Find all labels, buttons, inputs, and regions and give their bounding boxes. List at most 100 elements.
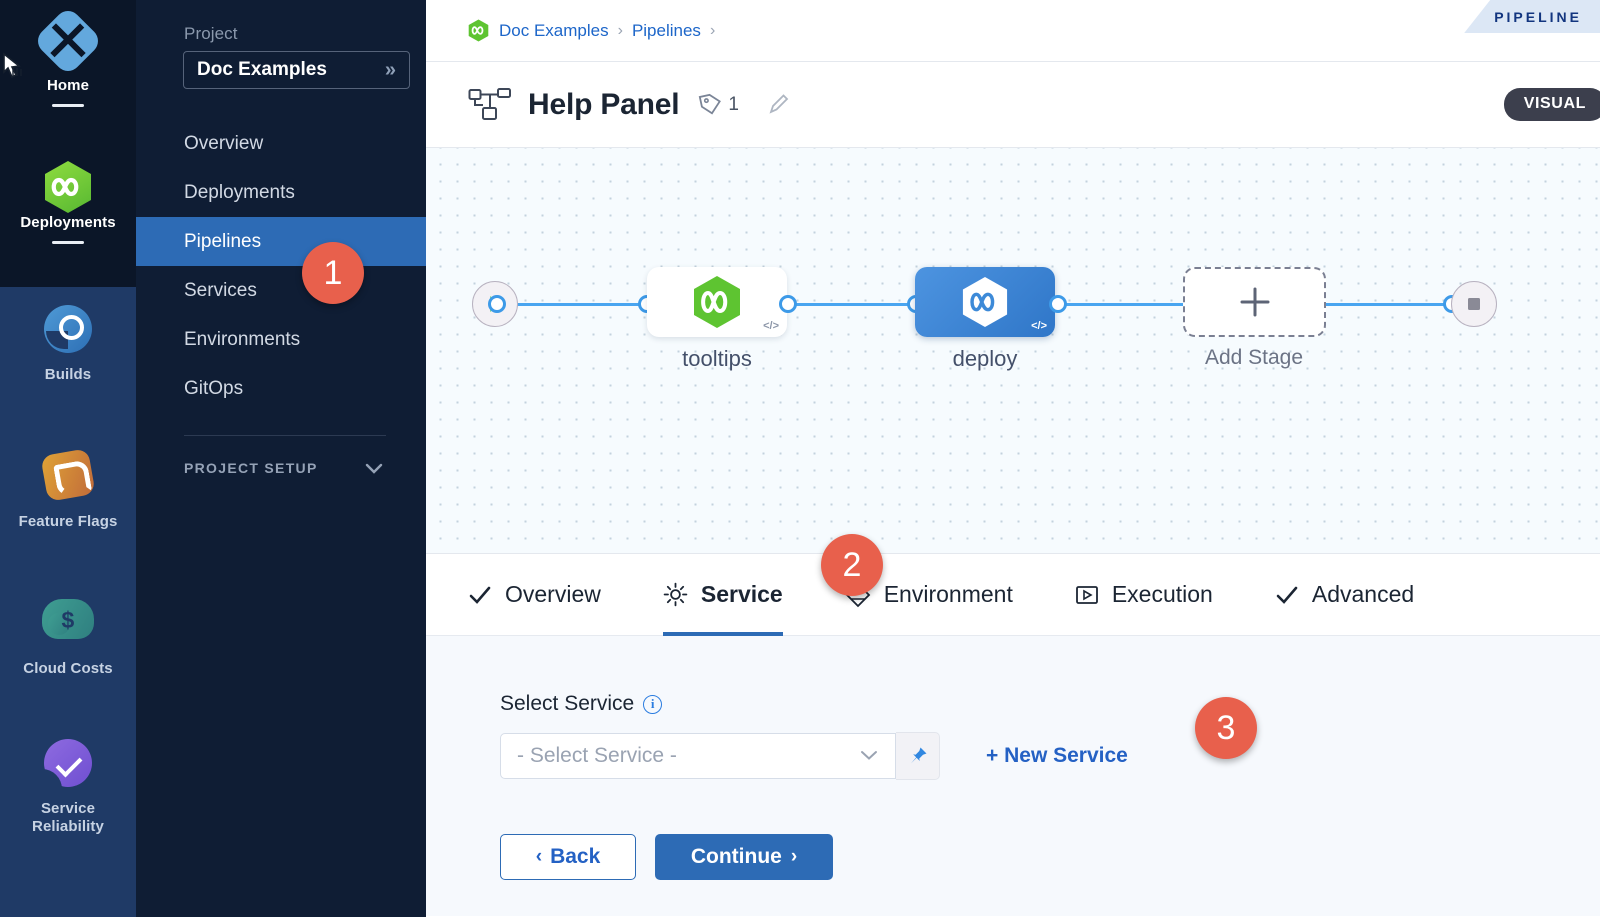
add-stage-label: Add Stage xyxy=(1204,346,1304,369)
pin-service-button[interactable] xyxy=(896,732,940,780)
module-item-home[interactable]: Home xyxy=(0,5,136,108)
pencil-edit-icon[interactable] xyxy=(765,92,791,118)
breadcrumb-separator: › xyxy=(709,21,716,39)
connector-line xyxy=(1321,303,1481,306)
view-mode-label: VISUAL xyxy=(1523,95,1586,112)
callout-marker-1: 1 xyxy=(302,242,364,304)
sidebar-item-label: Services xyxy=(184,279,257,301)
breadcrumb-link-pipelines[interactable]: Pipelines xyxy=(631,20,701,40)
double-chevron-right-icon: » xyxy=(384,58,396,81)
select-service-dropdown[interactable]: - Select Service - xyxy=(500,733,896,779)
module-item-builds[interactable]: Builds xyxy=(0,302,136,384)
module-item-label: Builds xyxy=(44,366,92,383)
stage-node-tooltips[interactable]: </> xyxy=(647,267,787,337)
connector-line xyxy=(781,303,921,306)
continue-label: Continue xyxy=(690,845,782,868)
module-item-label: Cloud Costs xyxy=(23,660,113,677)
pipeline-nodes-icon xyxy=(468,87,511,120)
module-item-feature-flags[interactable]: Feature Flags xyxy=(0,448,136,531)
sidebar-item-services[interactable]: Services xyxy=(136,266,426,315)
service-form-panel: Select Service i - Select Service - + Ne… xyxy=(426,636,1600,916)
chevron-down-icon xyxy=(859,746,879,766)
builds-icon xyxy=(41,305,95,359)
deployments-hexagon-infinity-icon xyxy=(43,161,93,213)
stop-square-icon xyxy=(1468,298,1480,310)
sidebar-item-label: Deployments xyxy=(184,181,295,203)
dollar-glyph: $ xyxy=(62,607,75,633)
module-item-service-reliability[interactable]: Service Reliability xyxy=(0,736,136,837)
feature-flags-icon xyxy=(40,448,96,506)
mouse-cursor-pointer xyxy=(3,52,22,79)
breadcrumb-link-project[interactable]: Doc Examples xyxy=(499,20,609,40)
pin-icon xyxy=(910,747,926,764)
view-mode-badge[interactable]: VISUAL xyxy=(1503,88,1600,121)
main-content: Doc Examples › Pipelines › PIPELINE Help… xyxy=(426,0,1600,917)
module-rail: Home Deployments Builds Feature Flags xyxy=(0,0,136,917)
svg-text:$: $ xyxy=(62,607,75,633)
select-service-label: Select Service i xyxy=(500,692,1600,716)
sidebar-item-label: Overview xyxy=(184,132,264,154)
harness-hexagon-green-icon xyxy=(694,276,740,328)
sidebar-item-gitops[interactable]: GitOps xyxy=(136,364,426,413)
project-section-label: Project xyxy=(184,24,238,43)
pipeline-canvas[interactable]: </> tooltips </> deploy Add Stage xyxy=(426,148,1600,554)
sidebar-item-environments[interactable]: Environments xyxy=(136,315,426,364)
tag-badge[interactable]: 1 xyxy=(697,92,739,118)
tab-label: Environment xyxy=(883,581,1013,607)
gear-icon xyxy=(663,582,688,607)
active-underline xyxy=(52,104,84,108)
tag-icon xyxy=(699,93,722,115)
callout-marker-3: 3 xyxy=(1195,697,1257,759)
harness-hexagon-white-icon xyxy=(962,277,1008,327)
module-item-label: Feature Flags xyxy=(18,513,118,530)
check-icon xyxy=(468,584,492,606)
sidebar-item-deployments[interactable]: Deployments xyxy=(136,168,426,217)
code-view-badge[interactable]: </> xyxy=(1031,320,1047,332)
form-actions: ‹ Back Continue › xyxy=(500,834,1600,880)
tab-advanced[interactable]: Advanced xyxy=(1275,554,1414,636)
tab-active-underline xyxy=(662,631,783,636)
callout-marker-2: 2 xyxy=(821,534,883,596)
tag-count: 1 xyxy=(728,93,739,115)
select-service-row: - Select Service - + New Service xyxy=(500,732,1600,780)
tab-overview[interactable]: Overview xyxy=(468,554,601,636)
continue-button[interactable]: Continue › xyxy=(655,834,833,880)
connector-dot[interactable] xyxy=(1049,295,1067,313)
service-reliability-check-icon xyxy=(41,739,95,793)
sidebar-item-label: GitOps xyxy=(184,377,244,399)
new-service-link[interactable]: + New Service xyxy=(986,744,1128,768)
sidebar-divider xyxy=(184,435,386,436)
pipeline-end-node[interactable] xyxy=(1451,281,1497,327)
sidebar-item-overview[interactable]: Overview xyxy=(136,119,426,168)
module-item-cloud-costs[interactable]: $ Cloud Costs xyxy=(0,592,136,678)
tab-service[interactable]: Service xyxy=(662,554,783,636)
project-setup-section[interactable]: PROJECT SETUP xyxy=(136,436,426,476)
field-label-text: Select Service xyxy=(500,692,635,715)
infinity-glyph xyxy=(51,177,79,197)
project-setup-label: PROJECT SETUP xyxy=(184,460,318,476)
back-button[interactable]: ‹ Back xyxy=(500,834,636,880)
project-selector[interactable]: Doc Examples » xyxy=(183,51,410,89)
stage-tabs: Overview Service xyxy=(426,554,1600,636)
callout-number: 1 xyxy=(323,253,343,292)
callout-number: 2 xyxy=(842,545,862,584)
callout-number: 3 xyxy=(1216,708,1236,747)
code-view-badge[interactable]: </> xyxy=(763,320,779,332)
sidebar-item-pipelines[interactable]: Pipelines xyxy=(136,217,426,266)
stage-node-deploy[interactable]: </> xyxy=(915,267,1055,337)
connector-dot[interactable] xyxy=(779,295,797,313)
cloud-costs-dollar-icon: $ xyxy=(41,599,95,653)
info-icon[interactable]: i xyxy=(643,694,663,714)
connector-dot[interactable] xyxy=(488,295,506,313)
add-stage-button[interactable] xyxy=(1183,267,1326,337)
breadcrumb: Doc Examples › Pipelines › PIPELINE xyxy=(426,0,1600,62)
module-item-deployments[interactable]: Deployments xyxy=(0,160,136,245)
project-selector-value: Doc Examples xyxy=(197,59,327,80)
new-service-label: + New Service xyxy=(986,744,1128,767)
chevron-down-icon xyxy=(365,463,383,474)
tab-execution[interactable]: Execution xyxy=(1075,554,1213,636)
module-item-label: Home xyxy=(46,77,90,94)
sidebar-item-label: Pipelines xyxy=(184,230,262,252)
pipeline-ribbon-badge: PIPELINE xyxy=(1464,0,1600,33)
sidebar-item-label: Environments xyxy=(184,328,301,350)
